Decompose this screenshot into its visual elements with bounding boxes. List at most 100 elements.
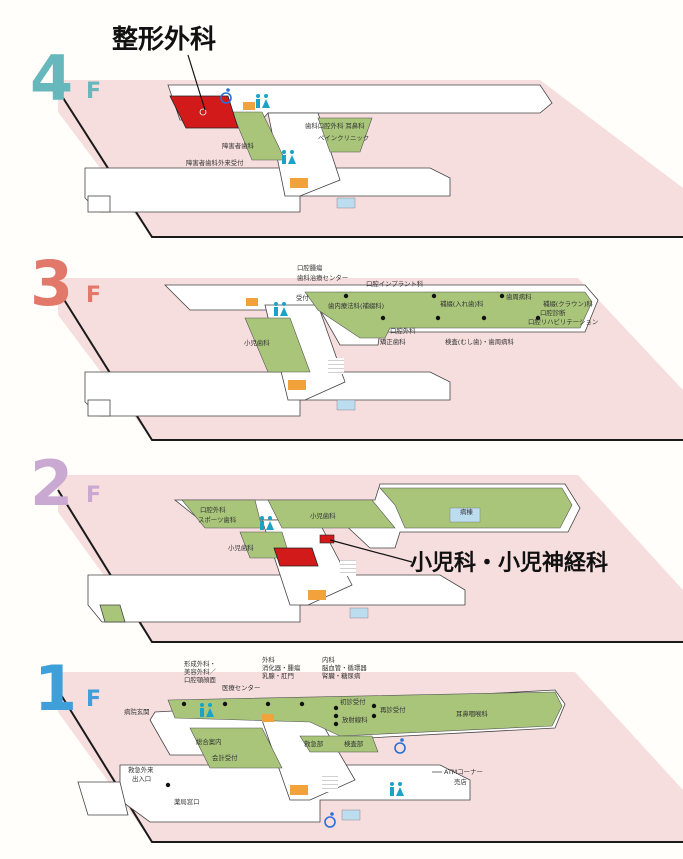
floor-3f-escalator — [328, 358, 344, 374]
floor-1f-dept-dots — [165, 701, 377, 788]
floor-3f-label-4: 歯内療法科(補綴科) — [328, 301, 384, 310]
floor-3f-edge — [57, 289, 683, 441]
floor-1f-label-14: 総合案内 — [196, 737, 222, 746]
floor-4f-unit: F — [86, 79, 101, 104]
floor-1f-label-10: 耳鼻咽喉科 — [456, 709, 489, 718]
floor-2f-label-1: スポーツ歯科 — [198, 515, 237, 524]
floor-1f-number: 1 — [34, 652, 77, 725]
floor-2f-unit: F — [86, 483, 101, 508]
floor-1f-label-11: 病院玄関 — [124, 707, 150, 716]
floor-2f-stairs — [308, 590, 326, 600]
floor-3f-label-3: 歯周病科 — [506, 292, 532, 301]
floor-1f-label-2: 口腔顎顔面 — [184, 675, 217, 684]
floor-2f-dept-upper-mid — [267, 499, 396, 529]
floor-1f-label-15: 会計受付 — [212, 753, 238, 762]
floor-2f-callout: 小児科・小児神経科 — [410, 550, 608, 576]
floor-1f-label-22: 救急部 — [304, 739, 324, 748]
floor-3f-label-11: 補綴(入れ歯)科 — [440, 299, 484, 308]
floor-3f-label-6: 口腔外科 — [390, 326, 416, 335]
floor-2f-callout-line — [329, 539, 413, 563]
floor-1f-label-4: 外科 — [262, 655, 275, 664]
floor-2f-pediatrics-room — [273, 547, 319, 567]
floor-4f-stairs — [290, 178, 308, 188]
floor-3f-elevator — [336, 399, 356, 411]
floor-4f-label-3: 障害者歯科外来受付 — [186, 158, 244, 167]
floor-1f-label-13: 出入口 — [132, 774, 151, 783]
floor-1f-accessible-icon — [324, 812, 336, 828]
floor-3f-label-0: 口腔腫瘍 — [297, 263, 323, 272]
floor-1f-label-20: 薬局窓口 — [174, 797, 200, 806]
floor-4f-callout: 整形外科 — [112, 24, 216, 55]
floor-1f-restroom-icon-2 — [390, 782, 404, 796]
floor-3f-stairs-upper — [246, 298, 258, 306]
floor-3f-unit: F — [86, 283, 101, 308]
floor-4f-dept-right — [317, 117, 373, 153]
floor-1f-label-19: 売店 — [454, 777, 467, 786]
floor-1f-label-9: 腎臓・糖尿病 — [322, 671, 361, 680]
floor-3f-label-13: 受付 — [296, 293, 309, 302]
floor-1f-stairs-upper — [262, 714, 274, 722]
floor-4f-elevator — [336, 197, 356, 209]
floor-1f-restroom-icon — [200, 703, 214, 717]
floor-2f-label-0: 口腔外科 — [200, 505, 226, 514]
floor-1f-unit: F — [86, 687, 101, 712]
floor-3f-dept-left — [244, 317, 311, 373]
floor-3f-label-12: 口腔診断 — [540, 308, 566, 317]
floor-3f-label-8: 小児歯科 — [244, 338, 270, 347]
floor-4f-label-0: 歯科口腔外科 耳鼻科 — [305, 121, 365, 130]
floor-4f-orthopedics-room — [169, 95, 239, 129]
floor-1f-accessible-icon-2 — [394, 738, 406, 754]
floor-4f-label-2: 障害者歯科 — [222, 141, 255, 150]
floor-2f-label-2: 小児歯科 — [228, 543, 254, 552]
floor-1f-stairs — [290, 785, 308, 795]
floor-2f-lower-stub — [99, 604, 126, 623]
floor-1f-label-17: 再診受付 — [380, 705, 406, 714]
floor-3f-label-10: 検査(むし歯)・歯周病科 — [445, 337, 515, 346]
floor-3f-number: 3 — [30, 247, 73, 320]
floor-4f-callout-line — [187, 54, 206, 111]
floor-1f-label-1: 美容外科／ — [184, 667, 217, 676]
floor-3f-restroom-icon — [274, 302, 288, 316]
floor-4f-orthopedics-marker — [199, 108, 207, 116]
floor-3f-lower-stub — [87, 399, 111, 417]
floor-4f-corridor-center — [267, 112, 341, 197]
floor-1f-label-6: 乳腺・肛門 — [262, 671, 294, 680]
floor-3f: 口腔腫瘍 歯科治療センター 口腔インプラント科 歯周病科 歯内療法科(補綴科) … — [30, 247, 683, 441]
floor-3f-label-7: 矯正歯科 — [380, 337, 406, 346]
floor-1f-label-12: 救急外来 — [128, 765, 154, 774]
floor-1f-label-16: 初診受付 — [340, 697, 366, 706]
floor-4f-edge — [57, 89, 683, 238]
floor-2f-escalator — [340, 560, 356, 576]
floor-3f-label-9: 口腔リハビリテーション — [528, 317, 598, 326]
floor-4f-label-1: ペインクリニック — [318, 134, 369, 142]
floor-2f-label-4: 病棟 — [460, 507, 473, 516]
floor-1f-dept-left — [189, 727, 283, 769]
floor-2f-label-3: 小児歯科 — [310, 511, 336, 520]
floor-4f-stairs-upper — [243, 102, 255, 110]
floor-1f-label-5: 消化器・腫瘍 — [262, 663, 301, 672]
floor-2f-water-block — [449, 507, 481, 523]
floor-2f-elevator — [349, 607, 369, 619]
floor-2f-number: 2 — [30, 447, 73, 520]
floor-1f: 形成外科・ 美容外科／ 口腔顎顔面 医療センター 外科 消化器・腫瘍 乳腺・肛門… — [34, 652, 683, 843]
floor-4f-restroom-icon — [256, 94, 270, 108]
floor-2f-pediatrics-marker — [319, 534, 335, 544]
floor-1f-label-0: 形成外科・ — [184, 659, 216, 668]
floor-1f-label-7: 内科 — [322, 655, 335, 664]
floor-1f-label-21: 放射線科 — [342, 715, 368, 724]
floor-1f-label-23: 検査部 — [344, 739, 364, 748]
floor-4f-lower-stub — [87, 195, 111, 213]
floor-1f-label-18: ATMコーナー — [444, 768, 483, 776]
floor-1f-elevator — [341, 809, 361, 821]
floor-2f-edge — [57, 489, 683, 643]
floor-4f: 歯科口腔外科 耳鼻科 ペインクリニック 障害者歯科 障害者歯科外来受付 整形外科… — [30, 24, 683, 238]
floor-3f-stairs — [288, 380, 306, 390]
floor-3f-label-5: 補綴(クラウン)科 — [543, 299, 593, 308]
floor-4f-restroom-icon-2 — [282, 150, 296, 164]
floor-1f-entrance-block — [77, 781, 129, 816]
floor-3f-dept-dots — [343, 293, 541, 321]
floor-1f-escalator — [322, 776, 338, 792]
floor-1f-dept-center — [299, 735, 379, 753]
